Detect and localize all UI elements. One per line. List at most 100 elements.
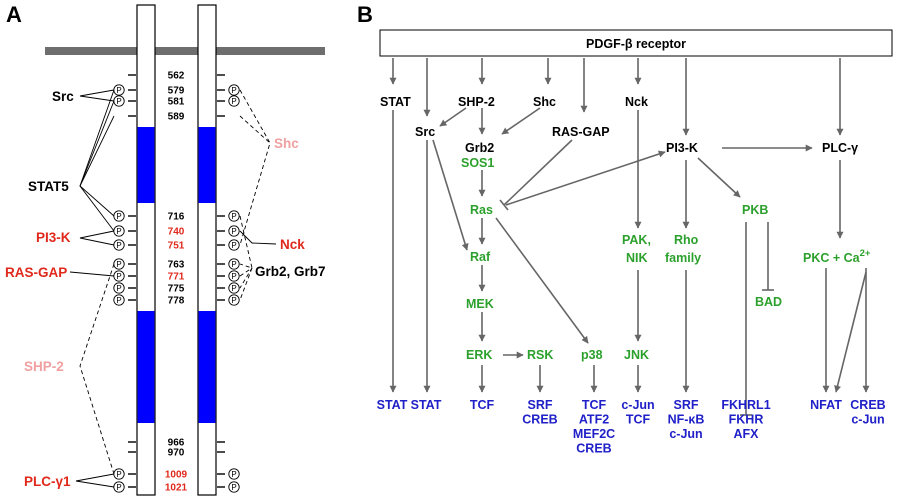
- target-group: NFAT: [810, 398, 842, 412]
- pi3k-link: [79, 230, 115, 246]
- node-erk: ERK: [466, 348, 492, 362]
- target-group: TCF: [470, 398, 495, 412]
- phospho-circle-right: [228, 239, 240, 251]
- plcg1-link: [75, 473, 115, 488]
- residue-label: 970: [168, 448, 185, 459]
- residue-581: 581 P P: [113, 95, 240, 108]
- node-pi3k: PI3-K: [666, 141, 698, 155]
- phospho-symbol: P: [116, 97, 121, 106]
- phospho-symbol: P: [116, 212, 121, 221]
- phospho-circle-right: [228, 468, 240, 480]
- label-src: Src: [52, 89, 74, 104]
- phospho-symbol: P: [116, 470, 121, 479]
- shc-link-b: [239, 115, 271, 144]
- phospho-symbol: P: [231, 241, 236, 250]
- node-shc: Shc: [533, 95, 556, 109]
- phospho-symbol: P: [231, 97, 236, 106]
- panel-a-title: A: [6, 2, 22, 27]
- phospho-circle-right: [228, 225, 240, 237]
- node-raf: Raf: [470, 250, 491, 264]
- target-label: NF-κB: [668, 413, 705, 427]
- phospho-symbol: P: [231, 260, 236, 269]
- phospho-symbol: P: [116, 86, 121, 95]
- phospho-circle-right: [228, 282, 240, 294]
- target-label: FKHRL1: [721, 398, 770, 412]
- node-mek: MEK: [466, 297, 494, 311]
- rasgap-link: [69, 271, 115, 277]
- node-rsk: RSK: [527, 348, 553, 362]
- node-p38: p38: [581, 348, 603, 362]
- phospho-circle-right: [228, 481, 240, 493]
- residue-label: 771: [168, 272, 185, 283]
- shc-link-a: [239, 89, 271, 246]
- phospho-circle-right: [228, 95, 240, 107]
- target-group: STAT: [411, 398, 442, 412]
- kinase-domain-1-left: [137, 127, 155, 203]
- phospho-circle-right: [228, 294, 240, 306]
- node-shp2: SHP-2: [458, 95, 495, 109]
- grb-link-b: [239, 267, 253, 289]
- label-grb2-grb7: Grb2, Grb7: [255, 264, 326, 279]
- residue-label: 562: [168, 71, 185, 82]
- node-nik: NIK: [626, 251, 648, 265]
- target-label: MEF2C: [573, 427, 615, 441]
- kinase-domain-2-right: [198, 311, 216, 423]
- grb-link-c: [239, 267, 253, 301]
- residue-label: 763: [168, 260, 185, 271]
- target-label: TCF: [470, 398, 495, 412]
- panel-b-title: B: [357, 2, 373, 27]
- phospho-symbol: P: [116, 260, 121, 269]
- phospho-symbol: P: [231, 470, 236, 479]
- receptor-chain-left: [136, 4, 156, 496]
- label-shp2: SHP-2: [24, 359, 64, 374]
- residue-763: 763 P P: [113, 258, 240, 271]
- phospho-symbol: P: [231, 284, 236, 293]
- target-label: STAT: [377, 398, 408, 412]
- kinase-domain-2-left: [137, 311, 155, 423]
- nck-link: [239, 230, 277, 245]
- membrane-bar: [45, 47, 325, 55]
- pathway-nodes: STAT Src SHP-2 Shc Nck RAS-GAP Grb2 SOS1…: [380, 95, 871, 362]
- node-src: Src: [415, 125, 435, 139]
- target-label: c-Jun: [851, 413, 884, 427]
- label-rasgap: RAS-GAP: [5, 265, 67, 280]
- residue-label: 966: [168, 438, 185, 449]
- pathway-arrows: [389, 58, 870, 416]
- target-label: c-Jun: [621, 398, 654, 412]
- node-pkc-ca: PKC + Ca2+: [803, 248, 871, 265]
- phospho-symbol: P: [231, 272, 236, 281]
- node-rho-family: family: [665, 251, 701, 265]
- label-nck: Nck: [280, 237, 305, 252]
- target-label: TCF: [626, 413, 651, 427]
- phospho-circle-left: [113, 294, 125, 306]
- label-stat5: STAT5: [28, 179, 69, 194]
- label-shc: Shc: [274, 136, 299, 151]
- node-pkb: PKB: [742, 203, 768, 217]
- target-label: TCF: [582, 398, 607, 412]
- phospho-circle-right: [228, 84, 240, 96]
- kinase-domain-1-right: [198, 127, 216, 203]
- label-plcg1: PLC-γ1: [24, 474, 71, 489]
- residue-label: 581: [168, 97, 185, 108]
- node-rho: Rho: [674, 233, 699, 247]
- node-plcg: PLC-γ: [822, 141, 858, 155]
- residue-label: 589: [168, 112, 185, 123]
- panel-b: B PDGF-β receptor: [357, 2, 893, 456]
- target-label: ATF2: [579, 413, 609, 427]
- receptor-box: [379, 29, 893, 57]
- phospho-symbol: P: [231, 86, 236, 95]
- label-pi3k: PI3-K: [36, 230, 71, 245]
- target-label: CREB: [850, 398, 885, 412]
- node-ras: Ras: [470, 203, 493, 217]
- target-label: c-Jun: [669, 427, 702, 441]
- phospho-circle-left: [113, 282, 125, 294]
- residue-label: 740: [168, 227, 185, 238]
